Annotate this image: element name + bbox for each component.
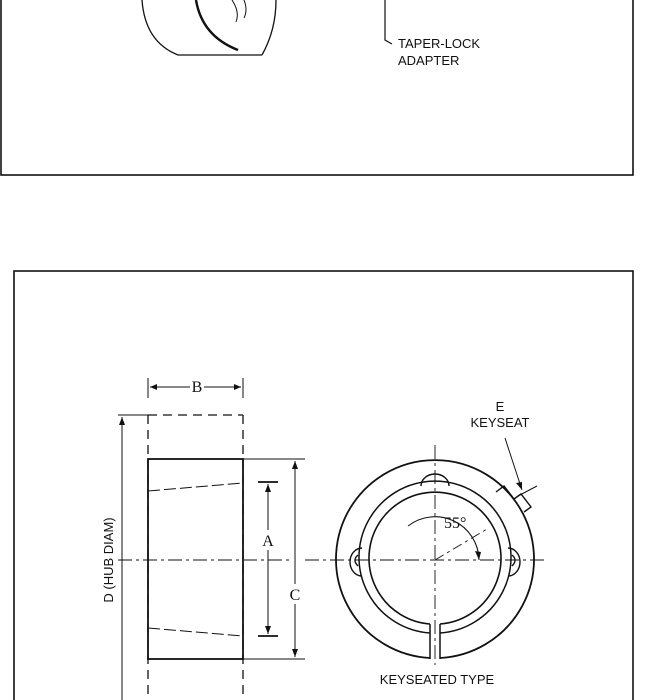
dim-c-label: C	[290, 587, 301, 604]
screw-lobe-right	[507, 547, 521, 577]
angle-arc	[407, 516, 480, 561]
dim-d-label: D (HUB DIAM)	[101, 517, 116, 602]
dim-b-label: B	[192, 379, 203, 396]
adapter-sketch	[141, 0, 277, 56]
keyseat-letter: E	[496, 399, 505, 414]
hub-outline	[147, 414, 244, 700]
keyseat-notch	[495, 485, 532, 513]
screw-lobe-left	[349, 547, 363, 577]
figure-caption: KEYSEATED TYPE	[380, 672, 495, 687]
callout-leader	[384, 0, 393, 45]
taper-line-bottom	[147, 627, 244, 637]
screw-lobe-top	[420, 473, 450, 487]
side-view: B A C	[101, 378, 305, 700]
angle-label: 55°	[444, 515, 466, 532]
callout-line-2: ADAPTER	[398, 53, 459, 68]
top-panel: TAPER-LOCK ADAPTER	[0, 0, 634, 176]
outer-circle	[335, 459, 535, 659]
bottom-panel-frame	[13, 270, 634, 700]
taper-line-top	[147, 482, 244, 492]
bottom-panel: B A C	[13, 270, 634, 700]
callout-line-1: TAPER-LOCK	[398, 36, 480, 51]
bore-circle	[368, 491, 502, 625]
end-view: 55° E KEYSEAT KEYSEATED TYPE	[305, 399, 545, 687]
dim-a-label: A	[262, 533, 274, 550]
keyseat-leader	[504, 437, 523, 491]
angle-ray	[434, 528, 488, 561]
top-panel-frame	[0, 0, 634, 176]
ring-circle	[358, 480, 512, 634]
keyseat-label: KEYSEAT	[470, 415, 529, 430]
adapter-body	[147, 458, 244, 660]
